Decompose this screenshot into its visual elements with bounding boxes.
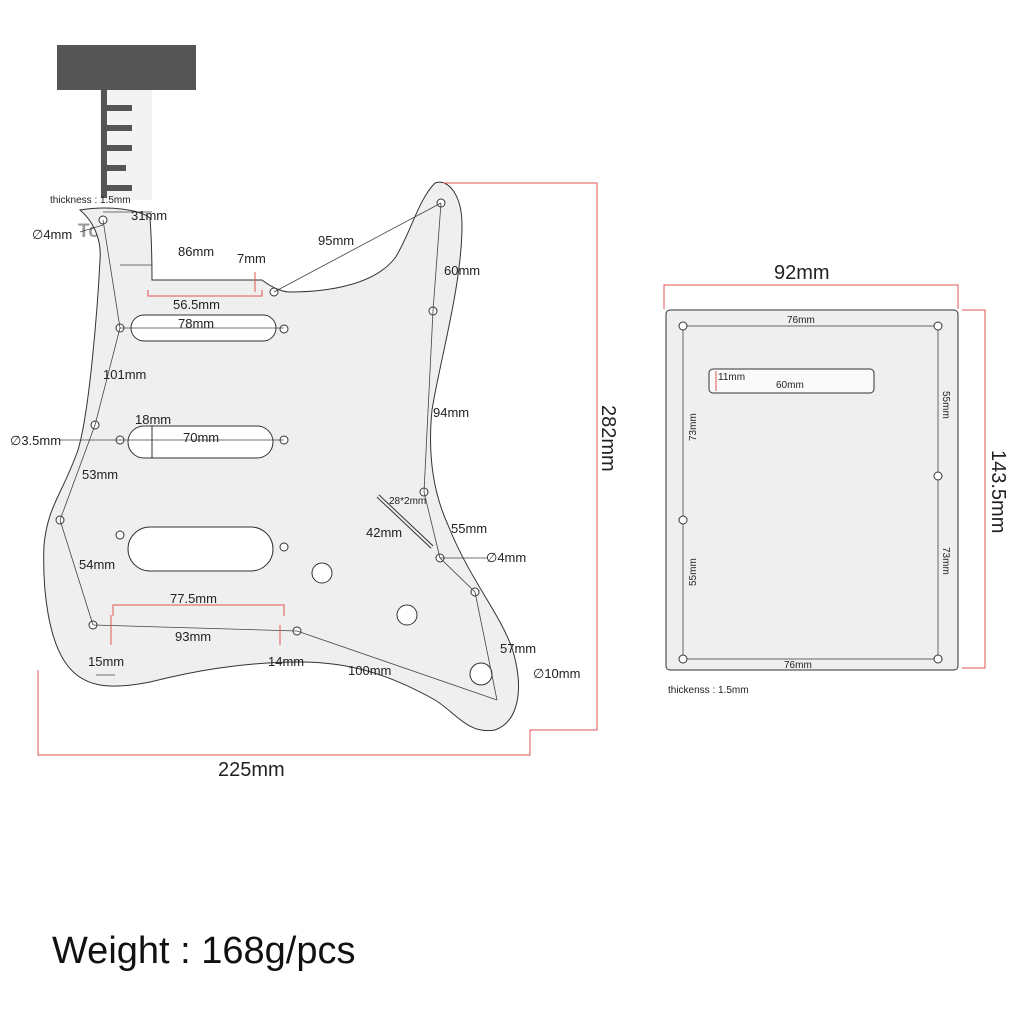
- dim-7: 7mm: [237, 251, 266, 266]
- dim-95: 95mm: [318, 233, 354, 248]
- backplate-left-bottom: 55mm: [688, 558, 699, 586]
- dim-94: 94mm: [433, 405, 469, 420]
- dim-15: 15mm: [88, 654, 124, 669]
- dim-86: 86mm: [178, 244, 214, 259]
- backplate-drawing: 92mm 143.5mm 76mm 76mm 11mm 60mm 73mm 55…: [663, 262, 1009, 696]
- backplate-slot: [708, 368, 875, 394]
- dim-54: 54mm: [79, 557, 115, 572]
- backplate-left-top: 73mm: [688, 413, 699, 441]
- dim-hole4-right: ∅4mm: [486, 550, 526, 565]
- pickguard-thickness-label: thickness : 1.5mm: [50, 195, 131, 206]
- bridge-pickup-slot: [127, 526, 274, 572]
- dim-77-5: 77.5mm: [170, 591, 217, 606]
- dim-31: 31mm: [131, 208, 167, 223]
- volume-pot-hole: [311, 562, 333, 584]
- dim-101: 101mm: [103, 367, 146, 382]
- dim-70: 70mm: [183, 430, 219, 445]
- backplate-outline: [665, 309, 959, 671]
- tone-pot-hole: [396, 604, 418, 626]
- weight-label: Weight : 168g/pcs: [52, 930, 356, 972]
- backplate-height: 143.5mm: [987, 450, 1009, 533]
- backplate-top: 76mm: [787, 315, 815, 326]
- screw-holes: [55, 198, 480, 636]
- dim-42: 42mm: [366, 525, 402, 540]
- dim-height-282: 282mm: [597, 405, 619, 472]
- dim-60: 60mm: [444, 263, 480, 278]
- dim-hole3-5: ∅3.5mm: [10, 433, 61, 448]
- backplate-right-bottom: 73mm: [940, 547, 951, 575]
- dim-18: 18mm: [135, 412, 171, 427]
- backplate-bottom: 76mm: [784, 660, 812, 671]
- dim-hole4-left: ∅4mm: [32, 227, 72, 242]
- backplate-width: 92mm: [774, 262, 830, 284]
- dim-53: 53mm: [82, 467, 118, 482]
- dim-100: 100mm: [348, 663, 391, 678]
- backplate-right-top: 55mm: [940, 391, 951, 419]
- dim-55: 55mm: [451, 521, 487, 536]
- dim-width-225: 225mm: [218, 759, 285, 781]
- pickguard-drawing: thickness : 1.5mm 31mm ∅4mm 86mm 7mm 95m…: [10, 181, 619, 781]
- dim-93: 93mm: [175, 629, 211, 644]
- dim-57: 57mm: [500, 641, 536, 656]
- dim-14: 14mm: [268, 654, 304, 669]
- dim-slot: 28*2mm: [389, 496, 426, 507]
- backplate-slot-h: 11mm: [718, 372, 745, 383]
- dim-hole10: ∅10mm: [533, 666, 580, 681]
- middle-pickup-slot: [127, 425, 274, 459]
- dim-56-5: 56.5mm: [173, 297, 220, 312]
- jack-hole: [469, 662, 493, 686]
- backplate-thickness: thickenss : 1.5mm: [668, 685, 749, 696]
- dim-78: 78mm: [178, 316, 214, 331]
- backplate-slot-w: 60mm: [776, 380, 804, 391]
